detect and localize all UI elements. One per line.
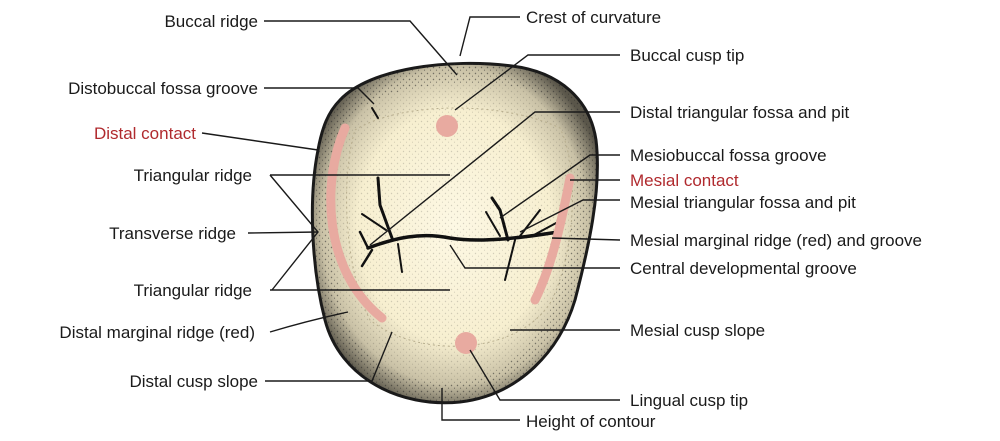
label-mesial-contact: Mesial contact — [630, 171, 739, 190]
label-mesial-cusp-slope: Mesial cusp slope — [630, 321, 765, 340]
label-central-developmental-groove: Central developmental groove — [630, 259, 857, 278]
label-height-of-contour: Height of contour — [526, 412, 656, 431]
label-distal-cusp-slope: Distal cusp slope — [129, 372, 258, 391]
label-buccal-ridge: Buccal ridge — [164, 12, 258, 31]
label-distal-contact: Distal contact — [94, 124, 196, 143]
label-distobuccal-fossa-groove: Distobuccal fossa groove — [68, 79, 258, 98]
label-distal-triangular-fossa: Distal triangular fossa and pit — [630, 103, 850, 122]
label-crest-of-curvature: Crest of curvature — [526, 8, 661, 27]
label-triangular-ridge-upper: Triangular ridge — [134, 166, 252, 185]
label-transverse-ridge: Transverse ridge — [109, 224, 236, 243]
buccal-cusp-tip-dot — [436, 115, 458, 137]
lingual-cusp-tip-dot — [455, 332, 477, 354]
label-mesial-triangular-fossa: Mesial triangular fossa and pit — [630, 193, 856, 212]
label-buccal-cusp-tip: Buccal cusp tip — [630, 46, 744, 65]
label-distal-marginal-ridge: Distal marginal ridge (red) — [59, 323, 255, 342]
label-mesial-marginal-ridge: Mesial marginal ridge (red) and groove — [630, 231, 922, 250]
label-mesiobuccal-fossa-groove: Mesiobuccal fossa groove — [630, 146, 827, 165]
label-triangular-ridge-lower: Triangular ridge — [134, 281, 252, 300]
label-lingual-cusp-tip: Lingual cusp tip — [630, 391, 748, 410]
